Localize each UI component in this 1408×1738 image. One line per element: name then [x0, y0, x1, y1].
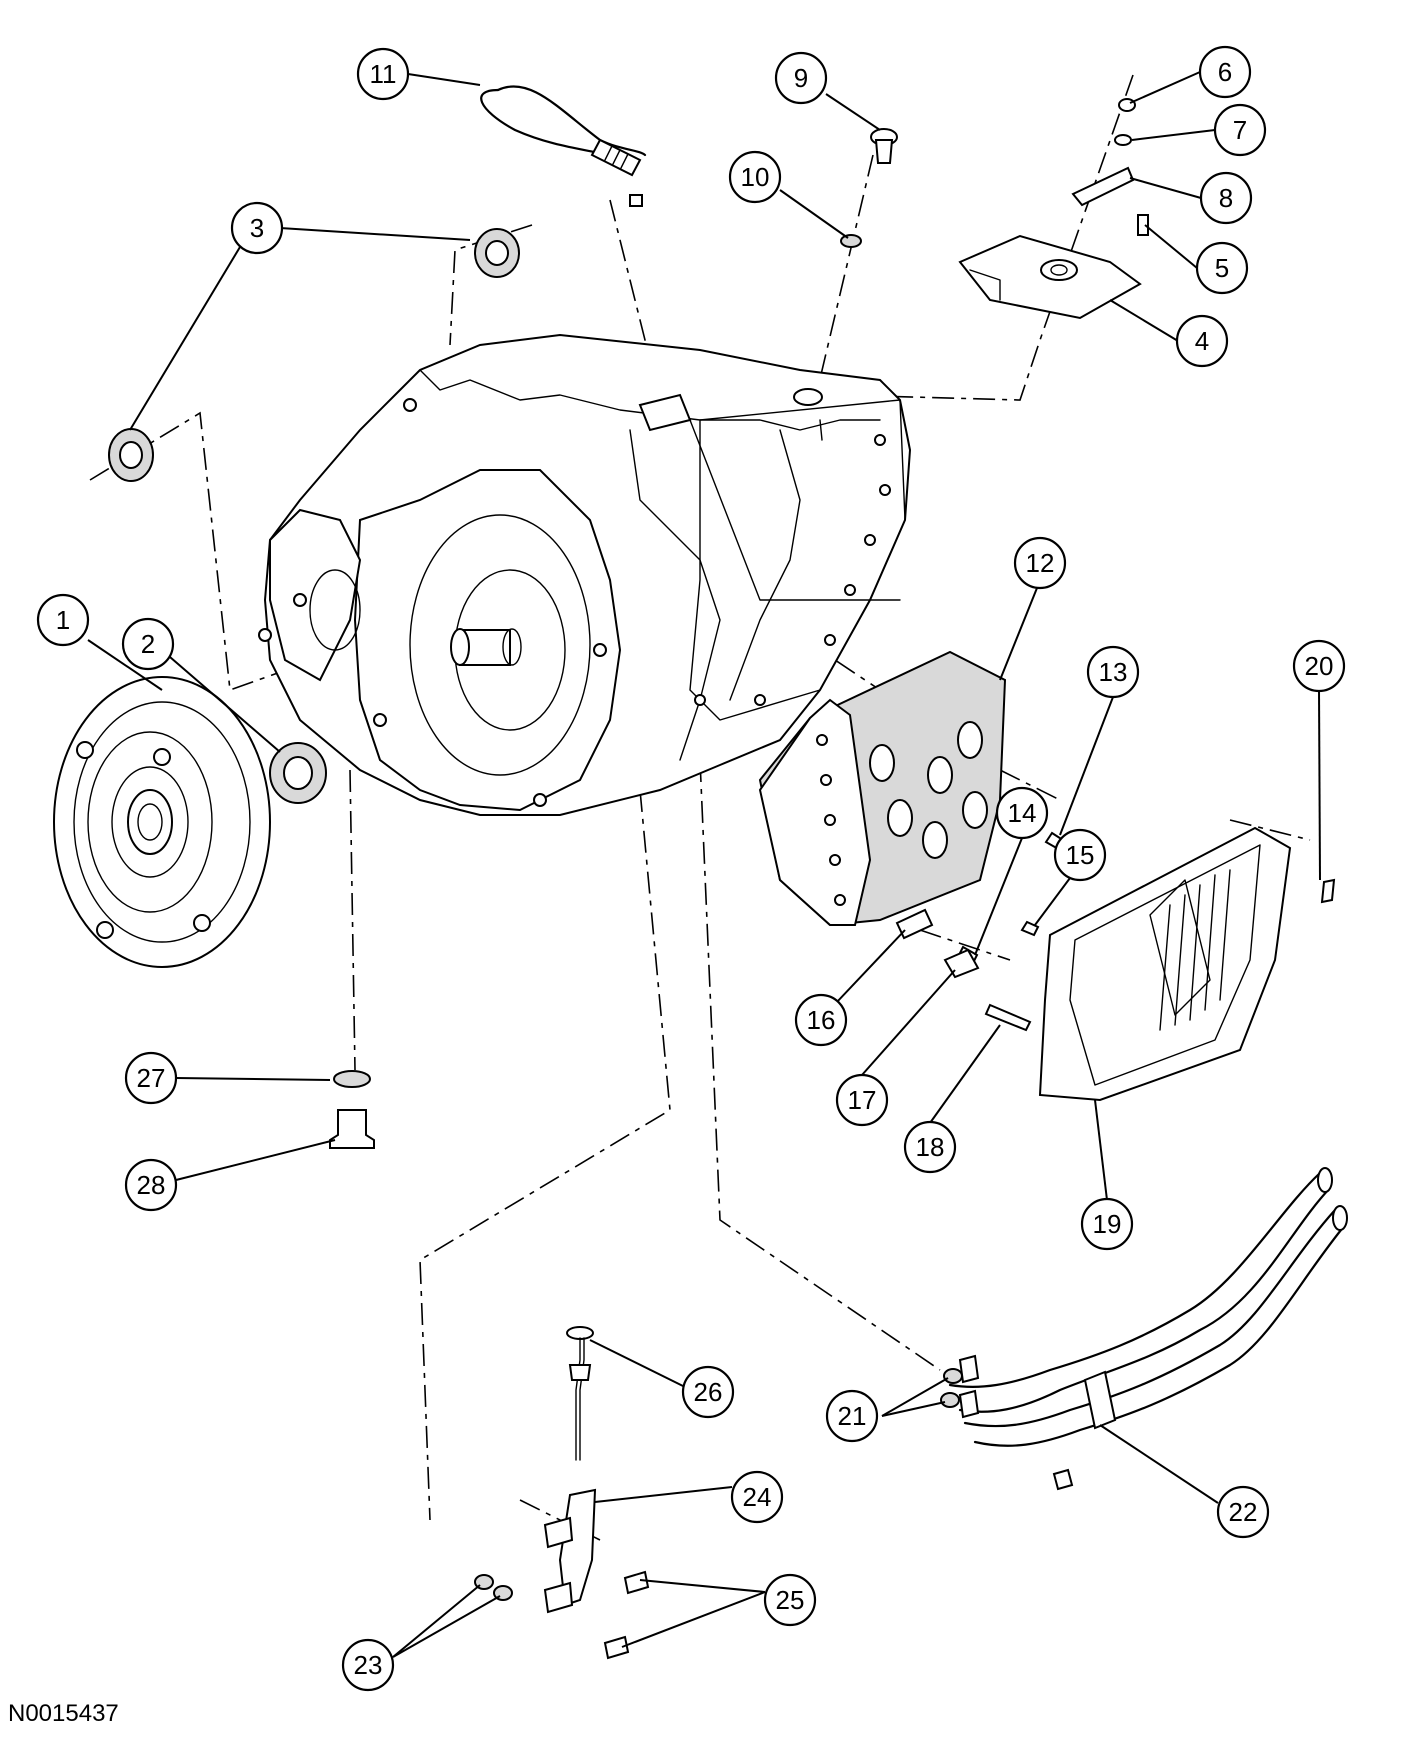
filler-plug	[329, 1070, 375, 1149]
callout-26: 26	[681, 1365, 735, 1419]
callout-22-number: 22	[1229, 1497, 1258, 1527]
callout-5: 5	[1195, 241, 1249, 295]
callout-6-number: 6	[1218, 57, 1232, 87]
callout-20-number: 20	[1305, 651, 1334, 681]
callout-12-number: 12	[1026, 548, 1055, 578]
cooler-tubes	[940, 1167, 1348, 1491]
torque-converter	[53, 676, 271, 968]
callout-17: 17	[835, 1073, 889, 1127]
seals	[108, 228, 520, 804]
alignment-lines	[89, 74, 1311, 1541]
callout-26-number: 26	[694, 1377, 723, 1407]
callout-27: 27	[124, 1051, 178, 1105]
callout-5-number: 5	[1215, 253, 1229, 283]
callout-15-number: 15	[1066, 840, 1095, 870]
callout-8-number: 8	[1219, 183, 1233, 213]
callout-25: 25	[763, 1573, 817, 1627]
oil-pan	[1038, 826, 1336, 1102]
callout-19-number: 19	[1093, 1209, 1122, 1239]
callout-23-number: 23	[354, 1650, 383, 1680]
callout-1: 1	[36, 593, 90, 647]
callout-17-number: 17	[848, 1085, 877, 1115]
vent-hose	[480, 85, 647, 207]
callout-15: 15	[1053, 828, 1107, 882]
callout-2: 2	[121, 617, 175, 671]
callout-28-number: 28	[137, 1170, 166, 1200]
callout-21: 21	[825, 1389, 879, 1443]
callout-9-number: 9	[794, 63, 808, 93]
valve-body	[758, 650, 1007, 927]
callout-13-number: 13	[1099, 657, 1128, 687]
leader-lines	[87, 71, 1321, 1658]
drain-plug	[840, 128, 898, 248]
callout-18: 18	[903, 1120, 957, 1174]
callout-14-number: 14	[1008, 798, 1037, 828]
figure-code-label: N0015437	[8, 1700, 119, 1727]
callout-16-number: 16	[807, 1005, 836, 1035]
callout-22: 22	[1216, 1485, 1270, 1539]
callout-10-number: 10	[741, 162, 770, 192]
transaxle-case	[258, 333, 912, 816]
callout-25-number: 25	[776, 1585, 805, 1615]
callout-24-number: 24	[743, 1482, 772, 1512]
range-sensor	[958, 98, 1149, 320]
callout-3-number: 3	[250, 213, 264, 243]
callout-10: 10	[728, 150, 782, 204]
dipstick-tube	[474, 1326, 650, 1660]
converter-studs	[76, 741, 211, 939]
callout-9: 9	[774, 51, 828, 105]
pan-ribs	[1149, 869, 1231, 1031]
callout-28: 28	[124, 1158, 178, 1212]
callout-14: 14	[995, 786, 1049, 840]
callout-4-number: 4	[1195, 326, 1209, 356]
callout-21-number: 21	[838, 1401, 867, 1431]
callout-19: 19	[1080, 1197, 1134, 1251]
callout-16: 16	[794, 993, 848, 1047]
callout-7-number: 7	[1233, 115, 1247, 145]
callout-27-number: 27	[137, 1063, 166, 1093]
callout-20: 20	[1292, 639, 1346, 693]
callout-18-number: 18	[916, 1132, 945, 1162]
callout-13: 13	[1086, 645, 1140, 699]
callout-8: 8	[1199, 171, 1253, 225]
valve-body-holes	[816, 734, 846, 906]
callout-6: 6	[1198, 45, 1252, 99]
callout-23: 23	[341, 1638, 395, 1692]
callout-4: 4	[1175, 314, 1229, 368]
callout-3: 3	[230, 201, 284, 255]
callout-11: 11	[356, 47, 410, 101]
callout-12: 12	[1013, 536, 1067, 590]
case-bolt-holes	[258, 398, 891, 807]
valve-bores	[869, 721, 988, 859]
callout-7: 7	[1213, 103, 1267, 157]
callout-2-number: 2	[141, 629, 155, 659]
callout-11-number: 11	[370, 59, 397, 89]
callout-1-number: 1	[56, 605, 70, 635]
callouts: 1 2 3 4 5 6 7 8 9 10 11 12 13 14 15 16 1…	[36, 45, 1346, 1692]
callout-24: 24	[730, 1470, 784, 1524]
